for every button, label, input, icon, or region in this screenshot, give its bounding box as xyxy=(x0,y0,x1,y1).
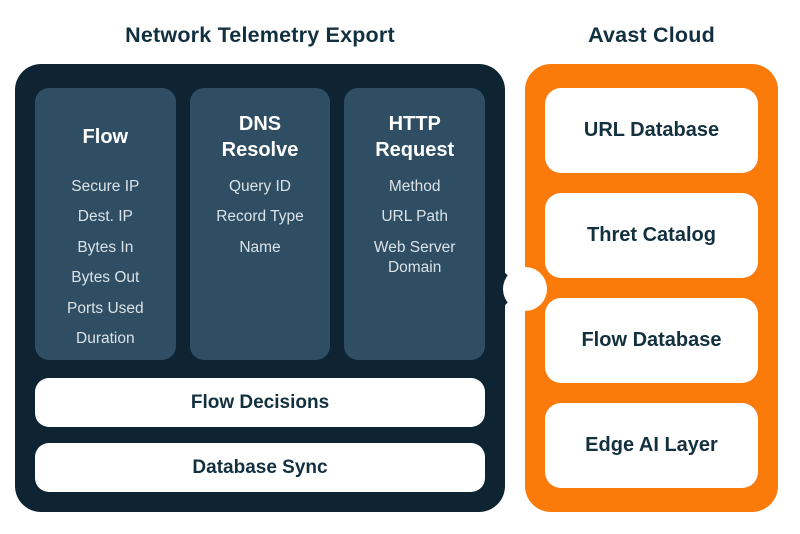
list-item: Query ID xyxy=(228,178,291,195)
list-item: Ports Used xyxy=(66,299,144,317)
http-request-column: HTTP Request Method URL Path Web Server … xyxy=(344,88,486,360)
left-panel-title: Network Telemetry Export xyxy=(125,22,395,47)
http-request-column-heading: HTTP Request xyxy=(375,113,455,161)
list-item: Secure IP xyxy=(71,178,140,195)
connector-notch-shape xyxy=(503,267,547,311)
list-item: Bytes Out xyxy=(71,269,140,287)
threat-catalog-box: Thret Catalog xyxy=(545,193,758,278)
list-item: Web Server Domain xyxy=(373,238,456,277)
cloud-boxes: URL Database Thret Catalog Flow Database… xyxy=(525,64,778,512)
http-request-column-items: Method URL Path Web Server Domain xyxy=(344,177,485,279)
list-item: URL Path xyxy=(381,208,448,226)
flow-database-box: Flow Database xyxy=(545,298,758,383)
flow-column-heading: Flow xyxy=(82,126,129,148)
telemetry-columns: Flow Secure IP Dest. IP Bytes In Bytes O… xyxy=(35,88,486,360)
url-database-box: URL Database xyxy=(545,88,758,173)
flow-column: Flow Secure IP Dest. IP Bytes In Bytes O… xyxy=(35,88,176,360)
flow-column-items: Secure IP Dest. IP Bytes In Bytes Out Po… xyxy=(35,177,176,350)
right-panel-title: Avast Cloud xyxy=(588,22,715,47)
list-item: Record Type xyxy=(216,208,304,226)
list-item: Dest. IP xyxy=(77,208,133,226)
dns-resolve-column-items: Query ID Record Type Name xyxy=(190,177,331,258)
list-item: Duration xyxy=(76,330,135,348)
flow-decisions-bar: Flow Decisions xyxy=(35,378,485,427)
list-item: Name xyxy=(239,238,281,256)
avast-cloud-panel: URL Database Thret Catalog Flow Database… xyxy=(503,64,778,512)
network-telemetry-panel: Flow Secure IP Dest. IP Bytes In Bytes O… xyxy=(15,64,522,512)
dns-resolve-column-heading: DNS Resolve xyxy=(221,113,299,161)
list-item: Method xyxy=(388,178,441,195)
database-sync-bar: Database Sync xyxy=(35,443,485,492)
dns-resolve-column: DNS Resolve Query ID Record Type Name xyxy=(189,88,331,360)
list-item: Bytes In xyxy=(77,238,134,256)
edge-ai-layer-box: Edge AI Layer xyxy=(545,403,758,488)
